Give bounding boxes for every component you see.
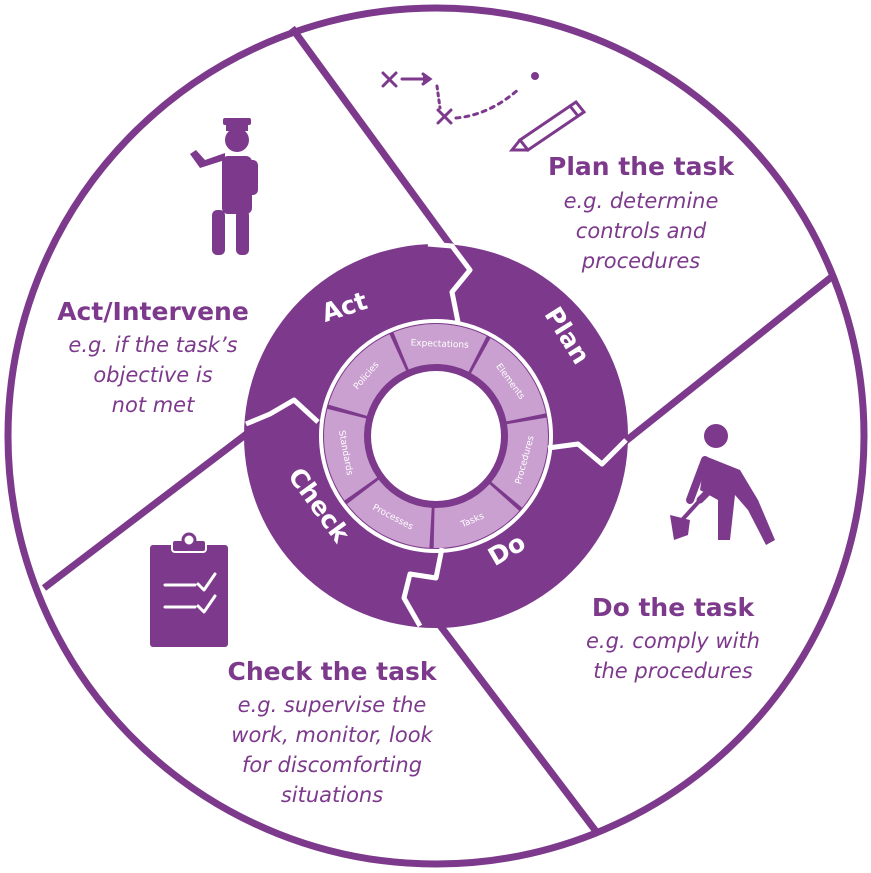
act-desc-line-3: not met [112,393,195,417]
plan-desc-line-2: controls and [576,219,707,243]
clipboard-checklist-icon [150,532,228,647]
inner-ring-segment [347,479,432,548]
do-desc-line-1: e.g. comply with [586,629,760,653]
inner-ring: ElementsProceduresTasksProcessesStandard… [319,319,553,553]
act-desc-line-2: objective is [93,363,212,387]
inner-ring-label: Expectations [410,338,469,350]
act-heading: Act/Intervene [57,297,249,326]
inner-ring-segment [491,417,549,508]
inner-ring-segment [471,338,546,422]
divider-act-plan [289,25,473,275]
check-heading: Check the task [228,657,438,686]
inner-ring-segment [433,484,520,548]
check-desc-line-1: e.g. supervise the [238,693,427,717]
supervisor-person-icon [190,118,258,255]
center-hole [371,371,501,501]
do-desc-line-2: the procedures [593,659,753,683]
inner-ring-border [319,319,553,553]
ring-seams [245,241,628,628]
inner-ring-segment [393,324,487,372]
inner-ring-segment [323,408,378,501]
check-desc-line-2: work, monitor, look [231,723,433,747]
do-heading: Do the task [592,593,756,622]
plan-heading: Plan the task [548,152,735,181]
worker-shovel-icon [670,424,775,545]
act-desc-line-1: e.g. if the task’s [68,333,237,357]
divider-plan-do [609,272,837,455]
check-desc-line-3: for discomforting [242,753,422,777]
inner-ring-segment [328,334,407,416]
plan-desc-line-3: procedures [581,249,700,273]
route-plan-pencil-icon [381,71,587,153]
plan-desc-line-1: e.g. determine [564,189,719,213]
check-desc-line-4: situations [281,783,383,807]
